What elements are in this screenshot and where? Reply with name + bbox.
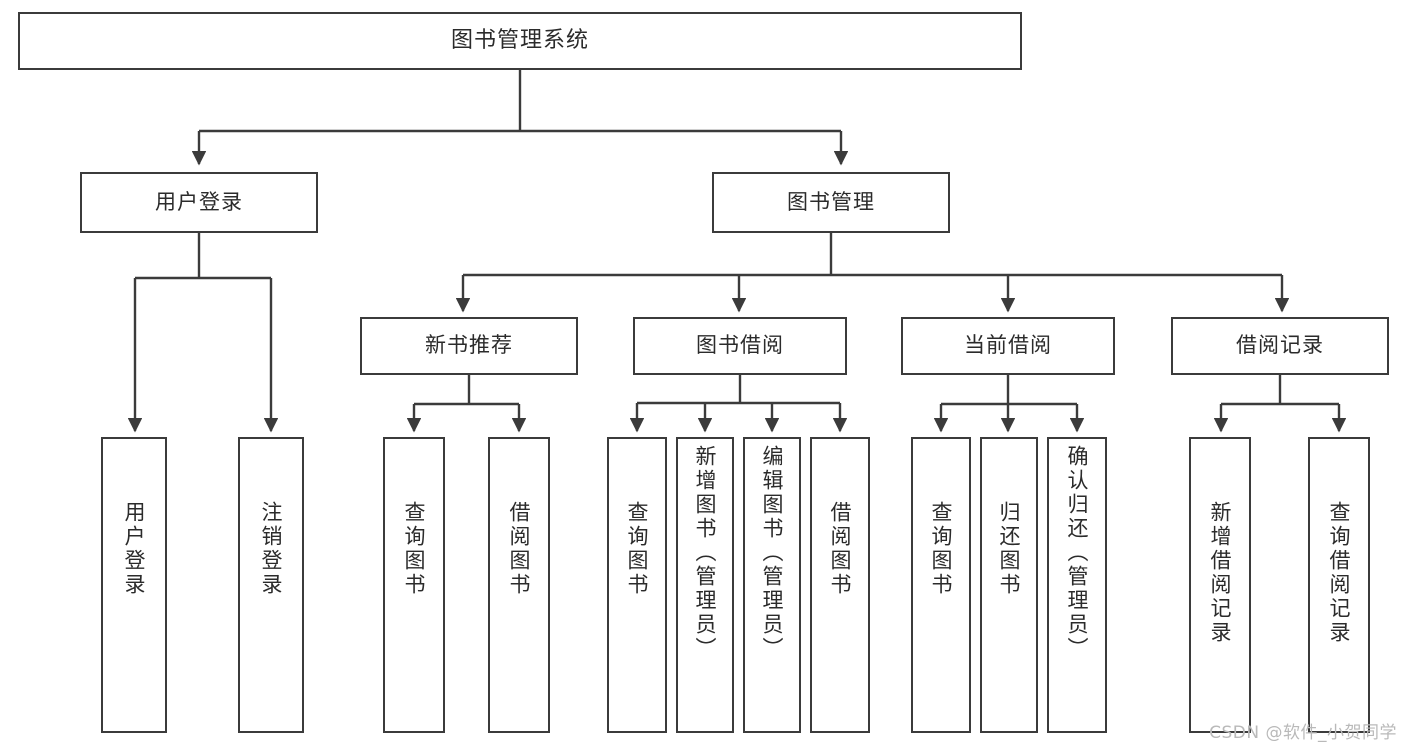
- leaf-logout-login-label: 注销登录: [259, 501, 284, 597]
- leaf-edit-book-label: 编辑图书（管理员）: [760, 445, 785, 661]
- leaf-query-record[interactable]: 查询借阅记录: [1308, 437, 1370, 733]
- leaf-query-book-3-label: 查询图书: [929, 501, 954, 597]
- leaf-borrow-book-2[interactable]: 借阅图书: [810, 437, 870, 733]
- node-book-borrow-label: 图书借阅: [696, 333, 784, 358]
- leaf-add-book-label: 新增图书（管理员）: [693, 445, 718, 661]
- node-borrow-record[interactable]: 借阅记录: [1171, 317, 1389, 375]
- watermark: CSDN @软件_小贺同学: [1209, 723, 1397, 743]
- leaf-query-record-label: 查询借阅记录: [1327, 501, 1352, 645]
- leaf-borrow-book-2-label: 借阅图书: [828, 501, 853, 597]
- leaf-logout-login[interactable]: 注销登录: [238, 437, 304, 733]
- leaf-borrow-book-1-label: 借阅图书: [507, 501, 532, 597]
- node-new-book-recommend[interactable]: 新书推荐: [360, 317, 578, 375]
- leaf-edit-book[interactable]: 编辑图书（管理员）: [743, 437, 801, 733]
- node-new-book-recommend-label: 新书推荐: [425, 333, 513, 358]
- leaf-user-login[interactable]: 用户登录: [101, 437, 167, 733]
- leaf-confirm-return-label: 确认归还（管理员）: [1065, 445, 1090, 661]
- node-user-login[interactable]: 用户登录: [80, 172, 318, 233]
- leaf-add-record-label: 新增借阅记录: [1208, 501, 1233, 645]
- leaf-query-book-3[interactable]: 查询图书: [911, 437, 971, 733]
- leaf-add-book[interactable]: 新增图书（管理员）: [676, 437, 734, 733]
- leaf-add-record[interactable]: 新增借阅记录: [1189, 437, 1251, 733]
- node-current-borrow[interactable]: 当前借阅: [901, 317, 1115, 375]
- leaf-confirm-return[interactable]: 确认归还（管理员）: [1047, 437, 1107, 733]
- leaf-query-book-2-label: 查询图书: [625, 501, 650, 597]
- node-user-login-label: 用户登录: [155, 189, 243, 214]
- node-root-label: 图书管理系统: [450, 27, 589, 53]
- node-book-manage-label: 图书管理: [787, 189, 875, 214]
- leaf-return-book[interactable]: 归还图书: [980, 437, 1038, 733]
- leaf-borrow-book-1[interactable]: 借阅图书: [488, 437, 550, 733]
- node-book-borrow[interactable]: 图书借阅: [633, 317, 847, 375]
- node-root[interactable]: 图书管理系统: [18, 12, 1022, 70]
- leaf-return-book-label: 归还图书: [997, 501, 1022, 597]
- leaf-user-login-label: 用户登录: [122, 501, 147, 597]
- node-borrow-record-label: 借阅记录: [1236, 333, 1324, 358]
- leaf-query-book-2[interactable]: 查询图书: [607, 437, 667, 733]
- leaf-query-book-1-label: 查询图书: [402, 501, 427, 597]
- node-current-borrow-label: 当前借阅: [964, 333, 1052, 358]
- leaf-query-book-1[interactable]: 查询图书: [383, 437, 445, 733]
- node-book-manage[interactable]: 图书管理: [712, 172, 950, 233]
